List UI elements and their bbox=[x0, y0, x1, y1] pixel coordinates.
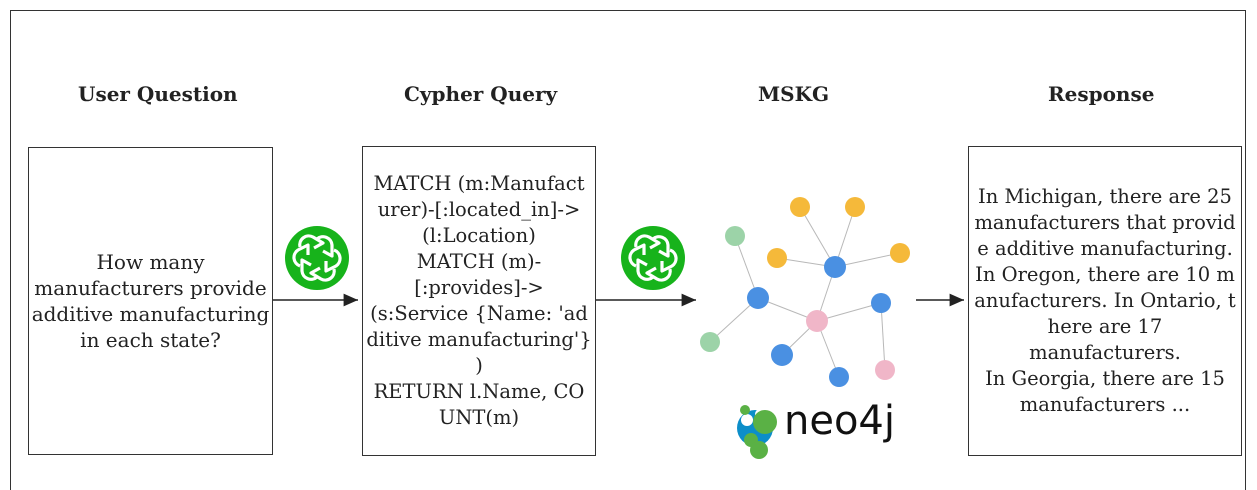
user-question-text: How many manufacturers provide additive … bbox=[31, 250, 270, 352]
response-box: In Michigan, there are 25 manufacturers … bbox=[968, 146, 1242, 456]
openai-logo-icon bbox=[285, 226, 349, 290]
flow-arrows bbox=[273, 293, 964, 307]
cypher-query-text: MATCH (m:Manufact urer)-[:located_in]-> … bbox=[366, 172, 592, 429]
heading-cypher-query: Cypher Query bbox=[404, 82, 558, 106]
heading-response: Response bbox=[1048, 82, 1155, 106]
openai-logo-icon bbox=[621, 226, 685, 290]
neo4j-wordmark: neo4j bbox=[784, 398, 895, 444]
response-text: In Michigan, there are 25 manufacturers … bbox=[974, 185, 1236, 416]
heading-user-question: User Question bbox=[78, 82, 238, 106]
user-question-box: How many manufacturers provide additive … bbox=[28, 147, 273, 455]
heading-mskg: MSKG bbox=[758, 82, 830, 106]
neo4j-logo-icon bbox=[737, 405, 777, 459]
knowledge-graph-icon bbox=[700, 197, 910, 387]
diagram-frame bbox=[10, 10, 1246, 490]
cypher-query-box: MATCH (m:Manufact urer)-[:located_in]-> … bbox=[362, 146, 596, 456]
